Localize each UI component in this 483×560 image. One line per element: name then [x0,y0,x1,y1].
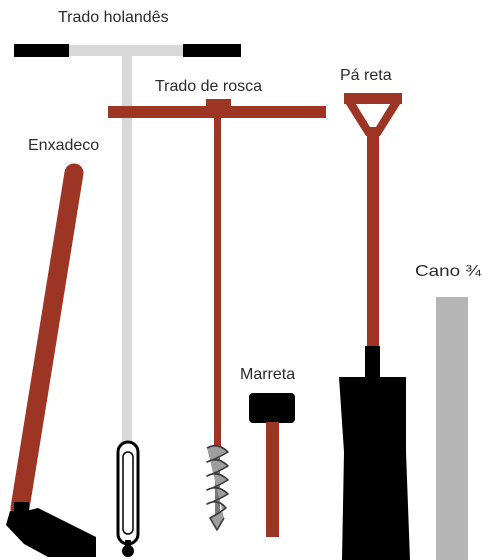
trado-holandes-handle-bar [69,45,183,56]
enxadeco-blade [6,508,96,557]
trado-rosca-handle-bar [108,106,326,118]
label-cano: Cano ¾ [415,263,482,280]
pa-reta-blade [339,377,410,560]
trado-rosca-shaft [214,117,221,447]
label-enxadeco: Enxadeco [28,137,99,154]
pa-reta [339,93,410,560]
marreta-head [249,393,295,423]
trado-holandes-bucket-slot [122,451,134,535]
trado-holandes-tip [122,545,134,557]
trado-holandes-handle-left-grip [14,44,69,57]
label-trado-rosca: Trado de rosca [155,78,262,95]
enxadeco [6,163,96,557]
trado-holandes [14,44,241,557]
pa-reta-socket [365,346,380,378]
trado-rosca-handle-hub [206,99,231,107]
pa-reta-shaft [367,134,379,349]
trado-holandes-tip-neck [125,540,131,549]
trado-holandes-shaft [122,56,132,446]
label-marreta: Marreta [240,366,295,383]
marreta [249,393,295,537]
pa-reta-handle-frame [344,101,402,136]
marreta-handle [266,422,279,537]
cano-pipe [436,297,468,560]
trado-de-rosca [108,99,326,531]
label-pa-reta: Pá reta [340,67,392,84]
pa-reta-grip [344,93,402,104]
label-trado-holandes: Trado holandês [58,9,169,26]
trado-holandes-handle-right-grip [183,44,241,57]
enxadeco-handle [10,163,84,518]
trado-rosca-screw [206,444,229,531]
